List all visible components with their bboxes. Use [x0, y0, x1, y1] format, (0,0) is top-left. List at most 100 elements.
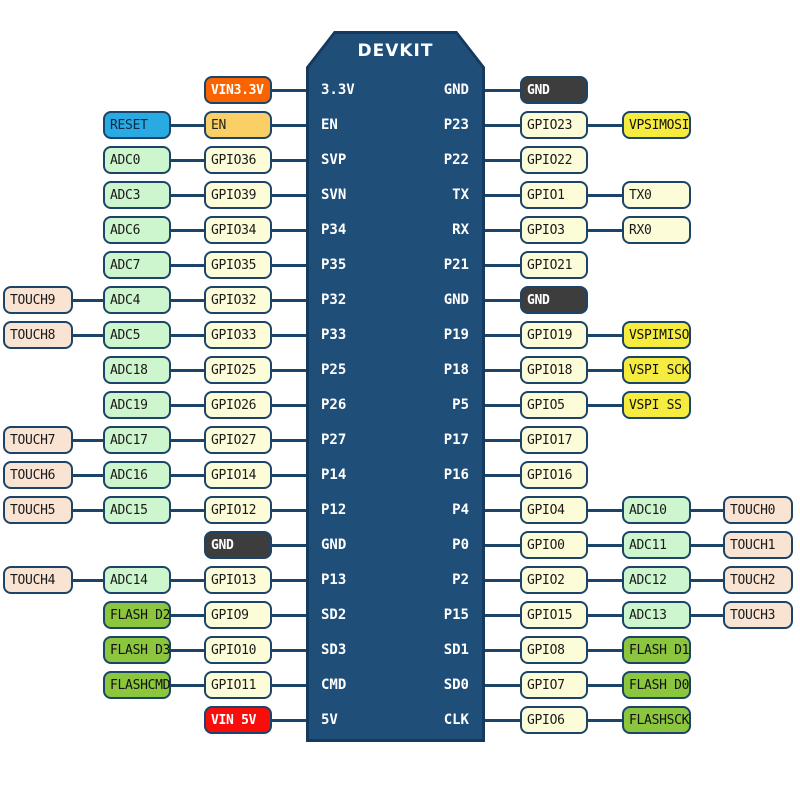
connector-line — [272, 648, 307, 652]
connector-line — [272, 508, 307, 512]
connector-line — [272, 543, 307, 547]
connector-line — [484, 718, 520, 722]
connector-line — [484, 683, 520, 687]
connector-line — [171, 298, 204, 302]
connector-line — [588, 648, 622, 652]
box-gpio5: GPIO5 — [520, 391, 588, 419]
box-gpio15: GPIO15 — [520, 601, 588, 629]
box-gpio33: GPIO33 — [204, 321, 272, 349]
box-adc0: ADC0 — [103, 146, 171, 174]
box-adc7: ADC7 — [103, 251, 171, 279]
chip-pin-p21-right-5: P21 — [443, 257, 469, 273]
chip-pin-p16-right-11: P16 — [443, 467, 469, 483]
connector-line — [73, 438, 103, 442]
connector-line — [484, 368, 520, 372]
chip-pin-en-left-1: EN — [321, 117, 338, 133]
chip-pin-p34-left-4: P34 — [321, 222, 347, 238]
connector-line — [272, 228, 307, 232]
box-rx0: RX0 — [622, 216, 691, 244]
connector-line — [484, 228, 520, 232]
connector-line — [73, 473, 103, 477]
connector-line — [73, 508, 103, 512]
connector-line — [588, 228, 622, 232]
connector-line — [484, 158, 520, 162]
box-touch0: TOUCH0 — [723, 496, 793, 524]
connector-line — [171, 683, 204, 687]
box-gnd: GND — [520, 76, 588, 104]
box-adc14: ADC14 — [103, 566, 171, 594]
connector-line — [272, 718, 307, 722]
box-gpio39: GPIO39 — [204, 181, 272, 209]
connector-line — [272, 88, 307, 92]
connector-line — [272, 438, 307, 442]
chip-pin-rx-right-4: RX — [452, 222, 469, 238]
box-gpio14: GPIO14 — [204, 461, 272, 489]
box-gpio17: GPIO17 — [520, 426, 588, 454]
connector-line — [484, 333, 520, 337]
chip-pin-sd0-right-17: SD0 — [443, 677, 469, 693]
box-adc4: ADC4 — [103, 286, 171, 314]
connector-line — [272, 473, 307, 477]
box-adc16: ADC16 — [103, 461, 171, 489]
box-touch9: TOUCH9 — [3, 286, 73, 314]
box-gpio6: GPIO6 — [520, 706, 588, 734]
box-vspimiso: VSPIMISO — [622, 321, 691, 349]
connector-line — [171, 123, 204, 127]
box-gpio2: GPIO2 — [520, 566, 588, 594]
chip-pin-p23-right-1: P23 — [443, 117, 469, 133]
connector-line — [73, 298, 103, 302]
connector-line — [588, 578, 622, 582]
chip-pin-p17-right-10: P17 — [443, 432, 469, 448]
connector-line — [171, 263, 204, 267]
chip-pin-clk-right-18: CLK — [443, 712, 469, 728]
chip-pin-gnd-right-0: GND — [443, 82, 469, 98]
connector-line — [272, 683, 307, 687]
chip-pin-p22-right-2: P22 — [443, 152, 469, 168]
box-gpio21: GPIO21 — [520, 251, 588, 279]
box-flash-d0: FLASH D0 — [622, 671, 691, 699]
connector-line — [588, 403, 622, 407]
connector-line — [171, 438, 204, 442]
box-touch4: TOUCH4 — [3, 566, 73, 594]
connector-line — [691, 578, 723, 582]
box-adc10: ADC10 — [622, 496, 691, 524]
connector-line — [484, 263, 520, 267]
chip-pin-p15-right-15: P15 — [443, 607, 469, 623]
box-en: EN — [204, 111, 272, 139]
connector-line — [484, 473, 520, 477]
chip-pin-p0-right-13: P0 — [452, 537, 469, 553]
box-gpio0: GPIO0 — [520, 531, 588, 559]
box-gnd: GND — [204, 531, 272, 559]
box-gpio10: GPIO10 — [204, 636, 272, 664]
box-flash-d2: FLASH D2 — [103, 601, 171, 629]
box-touch5: TOUCH5 — [3, 496, 73, 524]
connector-line — [484, 88, 520, 92]
connector-line — [588, 508, 622, 512]
connector-line — [272, 368, 307, 372]
connector-line — [484, 193, 520, 197]
chip-pin-gnd-right-6: GND — [443, 292, 469, 308]
chip-pin-sd1-right-16: SD1 — [443, 642, 469, 658]
connector-line — [484, 298, 520, 302]
box-adc19: ADC19 — [103, 391, 171, 419]
box-reset: RESET — [103, 111, 171, 139]
connector-line — [73, 333, 103, 337]
chip-pin-p26-left-9: P26 — [321, 397, 347, 413]
box-vpsimosi: VPSIMOSI — [622, 111, 691, 139]
chip-pin-p33-left-7: P33 — [321, 327, 347, 343]
box-gpio1: GPIO1 — [520, 181, 588, 209]
connector-line — [272, 403, 307, 407]
box-vin-5v: VIN 5V — [204, 706, 272, 734]
connector-line — [171, 578, 204, 582]
chip-pin-p25-left-8: P25 — [321, 362, 347, 378]
connector-line — [484, 123, 520, 127]
box-gpio4: GPIO4 — [520, 496, 588, 524]
chip-pin-tx-right-3: TX — [452, 187, 469, 203]
chip-pin-p32-left-6: P32 — [321, 292, 347, 308]
box-gpio25: GPIO25 — [204, 356, 272, 384]
box-gpio12: GPIO12 — [204, 496, 272, 524]
chip-pin-p18-right-8: P18 — [443, 362, 469, 378]
connector-line — [171, 158, 204, 162]
chip-title: DEVKIT — [357, 41, 434, 61]
connector-line — [691, 613, 723, 617]
